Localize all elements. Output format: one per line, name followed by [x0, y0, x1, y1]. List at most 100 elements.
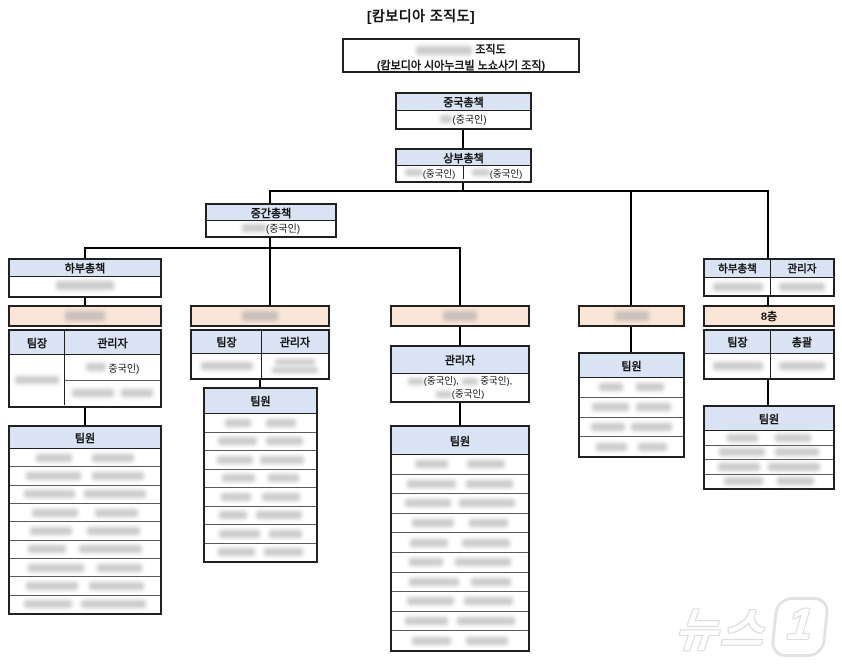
col2-members-header: 팀원 — [205, 389, 316, 414]
redacted-name — [471, 169, 490, 176]
col2-members-table: 팀원 — [203, 387, 318, 563]
col5-members-table: 팀원 — [703, 405, 835, 490]
redacted-name — [220, 492, 252, 501]
col5-team-leader-header: 팀장 — [705, 331, 770, 353]
connector-line — [269, 238, 271, 248]
upper-chief-member-right: (중국인) — [463, 166, 530, 180]
redacted-name — [724, 477, 764, 486]
redacted-member-row — [392, 571, 528, 592]
redacted-name — [269, 529, 302, 538]
redacted-name — [407, 597, 454, 606]
redacted-name — [598, 383, 623, 392]
connector-line — [84, 247, 86, 258]
redacted-name — [591, 422, 625, 431]
col5-lower-chief-cell — [705, 278, 770, 295]
redacted-name — [775, 433, 811, 442]
connector-line — [84, 408, 86, 425]
redacted-name — [470, 577, 512, 586]
redacted-name — [216, 455, 254, 464]
redacted-name — [456, 617, 515, 626]
redacted-member-row — [392, 591, 528, 611]
connector-line — [767, 297, 769, 305]
connector-line — [259, 380, 261, 387]
redacted-name — [779, 282, 825, 291]
redacted-name — [263, 548, 303, 557]
connector-line — [459, 247, 461, 305]
redacted-group-name — [614, 311, 649, 321]
redacted-member-row — [10, 466, 160, 484]
middle-chief-box: 중간총책 (중국인) — [205, 203, 337, 238]
connector-line — [462, 130, 464, 148]
redacted-member-row — [10, 521, 160, 539]
redacted-name — [468, 519, 508, 528]
col2-manager-cell — [261, 354, 328, 378]
col3-manager-box: 관리자 (중국인), 중국인), (중국인) — [390, 345, 530, 403]
redacted-name — [241, 223, 266, 232]
col1-manager-cell-1: 중국인) — [65, 355, 160, 380]
col4-redacted-member-rows — [580, 378, 683, 456]
col1-redacted-member-rows — [10, 449, 160, 613]
middle-chief-title: 중간총책 — [207, 205, 335, 221]
col4-group-banner — [578, 305, 685, 327]
redacted-name — [222, 474, 256, 483]
redacted-member-row — [580, 416, 683, 437]
redacted-name — [265, 418, 297, 427]
redacted-group-name — [242, 311, 278, 321]
redacted-name — [200, 362, 253, 370]
redacted-name — [97, 563, 142, 572]
col1-lower-chief-title: 하부총책 — [10, 260, 160, 277]
redacted-name — [412, 519, 454, 528]
col3-members-table: 팀원 — [390, 425, 530, 652]
redacted-member-row — [705, 473, 833, 489]
col2-team-leader-cell — [192, 354, 261, 378]
redacted-name — [630, 422, 672, 431]
redacted-name — [56, 281, 114, 290]
connector-line — [269, 247, 271, 305]
col1-leader-manager-table: 팀장 관리자 중국인) — [8, 329, 162, 408]
china-chief-title: 중국총책 — [397, 94, 530, 111]
redacted-member-row — [392, 610, 528, 631]
connector-line — [269, 190, 271, 203]
redacted-name — [405, 617, 449, 626]
redacted-name — [256, 511, 302, 520]
upper-chief-box: 상부총책 (중국인) (중국인) — [395, 148, 532, 183]
col2-leader-manager-table: 팀장 관리자 — [190, 329, 330, 380]
news1-watermark-text: 뉴스 — [672, 604, 770, 656]
redacted-member-row — [705, 444, 833, 460]
col5-manager-cell — [770, 278, 833, 295]
redacted-name — [24, 490, 75, 499]
upper-chief-member-left: (중국인) — [397, 166, 463, 180]
redacted-name — [272, 367, 318, 373]
china-chief-box: 중국총책 (중국인) — [395, 92, 532, 130]
redacted-member-row — [10, 576, 160, 594]
redacted-member-row — [205, 431, 316, 451]
news1-watermark-logo: 뉴스 1 — [673, 594, 831, 660]
redacted-name — [466, 460, 505, 469]
redacted-name — [85, 363, 106, 372]
col5-lower-chief-header: 하부총책 — [705, 260, 770, 277]
redacted-name — [405, 499, 451, 508]
redacted-name — [86, 526, 141, 535]
redacted-member-row — [205, 542, 316, 562]
redacted-name — [31, 508, 78, 517]
redacted-name — [779, 362, 825, 370]
connector-line — [630, 327, 632, 352]
redacted-name — [636, 403, 671, 412]
col1-group-banner — [8, 305, 162, 327]
redacted-name — [28, 545, 66, 554]
news1-watermark-digit: 1 — [769, 597, 831, 657]
redacted-name — [410, 538, 449, 547]
redacted-member-row — [205, 414, 316, 432]
col1-members-header: 팀원 — [10, 427, 160, 449]
redacted-name — [261, 492, 301, 501]
redacted-name — [219, 511, 247, 520]
redacted-member-row — [392, 630, 528, 650]
redacted-member-row — [10, 539, 160, 558]
redacted-name — [84, 490, 146, 499]
redacted-member-row — [205, 468, 316, 488]
redacted-name — [463, 597, 513, 606]
col3-manager-header: 관리자 — [392, 347, 528, 374]
col5-members-header: 팀원 — [705, 407, 833, 431]
redacted-name — [727, 433, 758, 442]
